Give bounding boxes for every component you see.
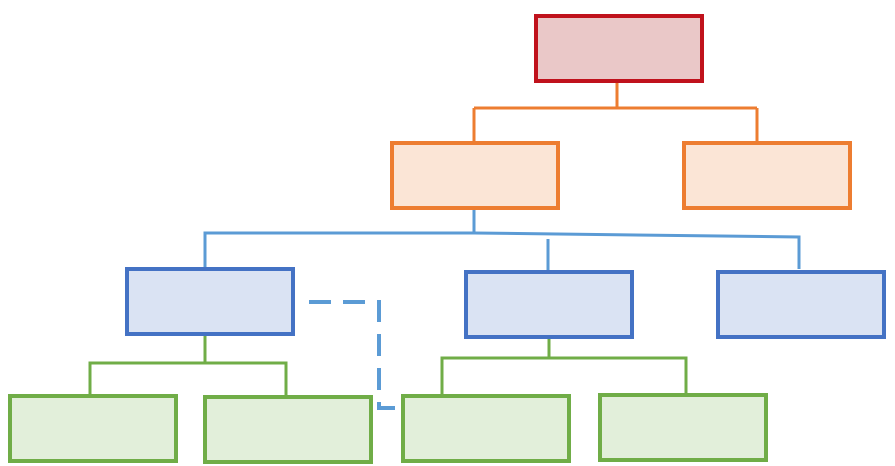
connectors-level-3 bbox=[203, 209, 801, 270]
connector-level3-bar bbox=[203, 231, 801, 269]
level2-box-1 bbox=[390, 141, 560, 210]
level4-box-3 bbox=[401, 394, 571, 463]
level4-box-1 bbox=[8, 394, 178, 463]
level3-box-3 bbox=[716, 270, 886, 339]
connector-left-bar bbox=[88, 361, 288, 396]
dashed-link-connector bbox=[309, 300, 401, 410]
level2-box-2 bbox=[682, 141, 852, 210]
level3-box-2 bbox=[464, 270, 634, 339]
root-box bbox=[534, 14, 704, 83]
connectors-level-4 bbox=[88, 334, 688, 396]
level4-box-2 bbox=[203, 395, 373, 464]
level3-box-1 bbox=[125, 267, 295, 336]
level4-box-4 bbox=[598, 393, 768, 462]
connector-middle-bar bbox=[440, 356, 688, 394]
connectors-level-2 bbox=[472, 82, 759, 143]
